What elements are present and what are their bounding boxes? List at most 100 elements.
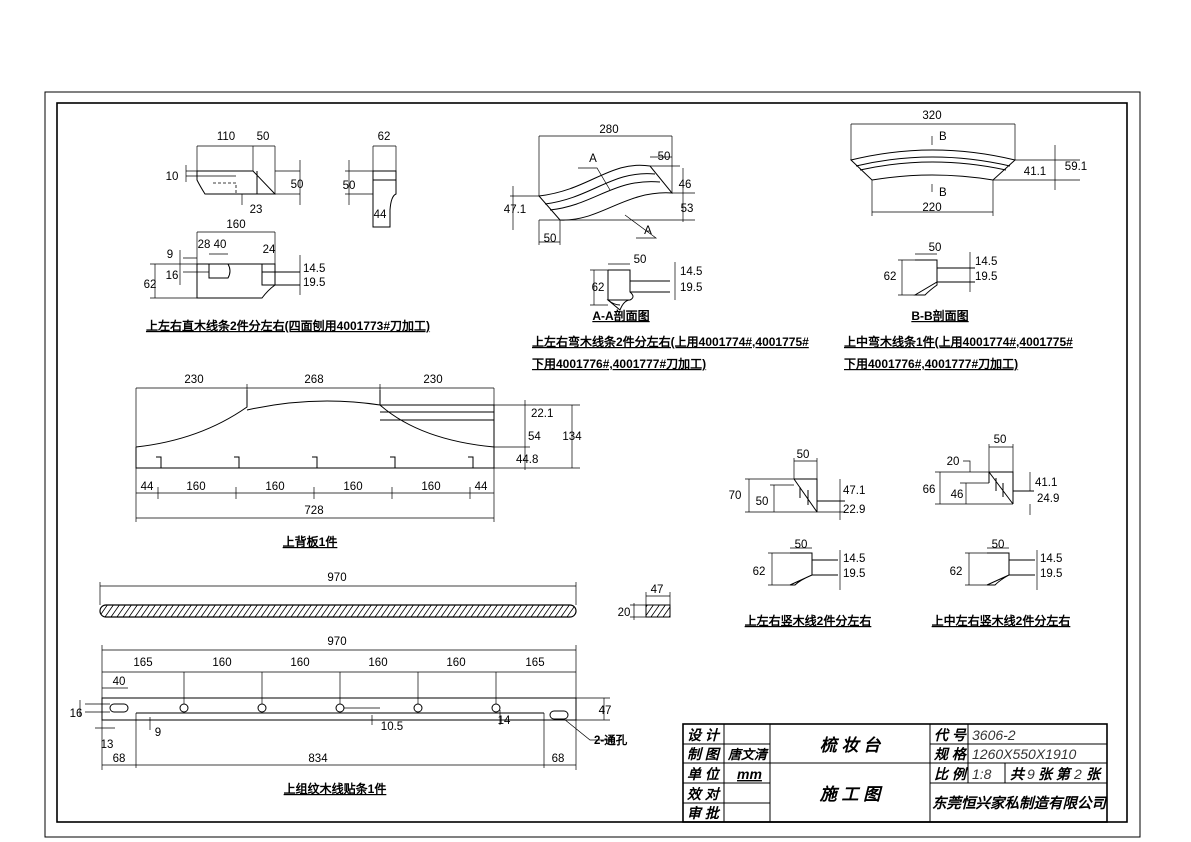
dim-46: 46 (679, 179, 692, 191)
dim-110: 110 (217, 131, 235, 143)
dim-44: 44 (141, 481, 154, 493)
dim-9: 9 (155, 727, 161, 739)
dim-50: 50 (929, 242, 942, 254)
scale-label: 比 例 (934, 766, 969, 782)
dim-41.1: 41.1 (1035, 477, 1057, 489)
dim-41.1: 41.1 (1024, 166, 1046, 178)
draw-label: 制 图 (687, 746, 721, 762)
dim-50: 50 (992, 539, 1005, 551)
caption: 上中左右竖木线2件分左右 (932, 613, 1071, 628)
dim-50: 50 (257, 131, 270, 143)
dim-280: 280 (599, 124, 618, 136)
caption: 上左右直木线条2件分左右(四面刨用4001773#刀加工) (146, 318, 430, 333)
dim-62: 62 (378, 131, 391, 143)
dim-165: 165 (525, 657, 544, 669)
sheets-suffix: 张 (1086, 766, 1103, 782)
dim-14.5: 14.5 (303, 263, 325, 275)
dim-53: 53 (681, 203, 694, 215)
dim-230: 230 (423, 374, 442, 386)
dim-728: 728 (304, 505, 323, 517)
dim-46: 46 (951, 489, 964, 501)
title-block: 设 计 制 图 唐文清 单 位 mm 效 对 审 批 梳 妆 台 施 工 图 代… (682, 723, 1108, 823)
dim-20: 20 (618, 607, 631, 619)
spec-value: 1260X550X1910 (972, 746, 1077, 762)
dim-19.5: 19.5 (975, 271, 997, 283)
section-mark-a: A (644, 225, 652, 237)
product-name: 梳 妆 台 (820, 736, 881, 755)
company-name: 东莞恒兴家私制造有限公司 (932, 795, 1108, 812)
dim-160: 160 (212, 657, 231, 669)
through-hole-note: 2-通孔 (594, 734, 628, 747)
dim-10: 10 (166, 171, 179, 183)
dim-134: 134 (562, 431, 582, 443)
dim-20: 20 (947, 456, 960, 468)
dim-268: 268 (304, 374, 323, 386)
section-mark-a: A (589, 153, 597, 165)
caption-line1: 上中弯木线条1件(上用4001774#,4001775# (844, 334, 1073, 349)
dim-50: 50 (797, 449, 810, 461)
approve-label: 审 批 (687, 805, 721, 821)
dim-68: 68 (552, 753, 565, 765)
section-title: B-B剖面图 (911, 308, 968, 323)
view-center-curved-molding: 320 B 41.1 59.1 B 220 50 14.5 62 19.5 B-… (844, 110, 1087, 371)
dim-160: 160 (343, 481, 362, 493)
dim-220: 220 (922, 202, 941, 214)
code-value: 3606-2 (972, 727, 1016, 743)
dim-19.5: 19.5 (843, 568, 865, 580)
code-label: 代 号 (934, 727, 967, 743)
dim-47.1: 47.1 (843, 485, 865, 497)
dim-50: 50 (544, 233, 557, 245)
sheets-total: 9 (1027, 766, 1035, 782)
view-rope-strip: 970 47 20 (99, 572, 671, 620)
dim-44: 44 (374, 209, 387, 221)
drawing-type: 施 工 图 (819, 785, 883, 804)
dim-50: 50 (994, 434, 1007, 446)
caption-line2: 下用4001776#,4001777#刀加工) (532, 356, 706, 371)
dim-62: 62 (753, 566, 766, 578)
caption-line1: 上左右弯木线条2件分左右(上用4001774#,4001775# (532, 334, 809, 349)
outer-frame (44, 91, 1141, 838)
dim-40: 40 (214, 239, 227, 251)
dim-14.5: 14.5 (843, 553, 865, 565)
dim-50: 50 (658, 151, 671, 163)
section-title: A-A剖面图 (592, 308, 649, 323)
dim-14: 14 (498, 715, 511, 727)
dim-230: 230 (184, 374, 203, 386)
dim-70: 70 (729, 490, 742, 502)
sheets-mid: 张 第 (1038, 766, 1073, 782)
dim-68: 68 (113, 753, 126, 765)
drafter-name: 唐文清 (727, 747, 769, 762)
dim-160: 160 (290, 657, 309, 669)
dim-13: 13 (101, 739, 114, 751)
dim-50: 50 (795, 539, 808, 551)
dim-40: 40 (113, 676, 126, 688)
unit-label: 单 位 (687, 766, 721, 782)
dim-16: 16 (70, 708, 83, 720)
design-label: 设 计 (687, 727, 721, 743)
dim-24.9: 24.9 (1037, 493, 1059, 505)
dim-22.1: 22.1 (531, 408, 553, 420)
dim-834: 834 (308, 753, 328, 765)
dim-50: 50 (634, 254, 647, 266)
dim-16: 16 (166, 270, 179, 282)
unit-value: mm (737, 766, 762, 782)
dim-44: 44 (475, 481, 488, 493)
dim-160: 160 (186, 481, 205, 493)
dim-66: 66 (923, 484, 936, 496)
check-label: 效 对 (687, 786, 721, 802)
dim-320: 320 (922, 110, 941, 122)
dim-19.5: 19.5 (303, 277, 325, 289)
dim-160: 160 (446, 657, 465, 669)
inner-frame (56, 102, 1128, 823)
dim-50: 50 (343, 180, 356, 192)
dim-970: 970 (327, 572, 346, 584)
sheets-prefix: 共 (1010, 766, 1026, 782)
dim-47: 47 (599, 705, 612, 717)
caption: 上左右竖木线2件分左右 (745, 613, 872, 628)
dim-160: 160 (265, 481, 284, 493)
dim-28: 28 (198, 239, 211, 251)
dim-50: 50 (291, 179, 304, 191)
dim-24: 24 (263, 244, 276, 256)
dim-9: 9 (167, 249, 173, 261)
view-center-vertical-molding: 50 20 66 46 41.1 24.9 50 62 14.5 19.5 上中… (923, 434, 1071, 628)
